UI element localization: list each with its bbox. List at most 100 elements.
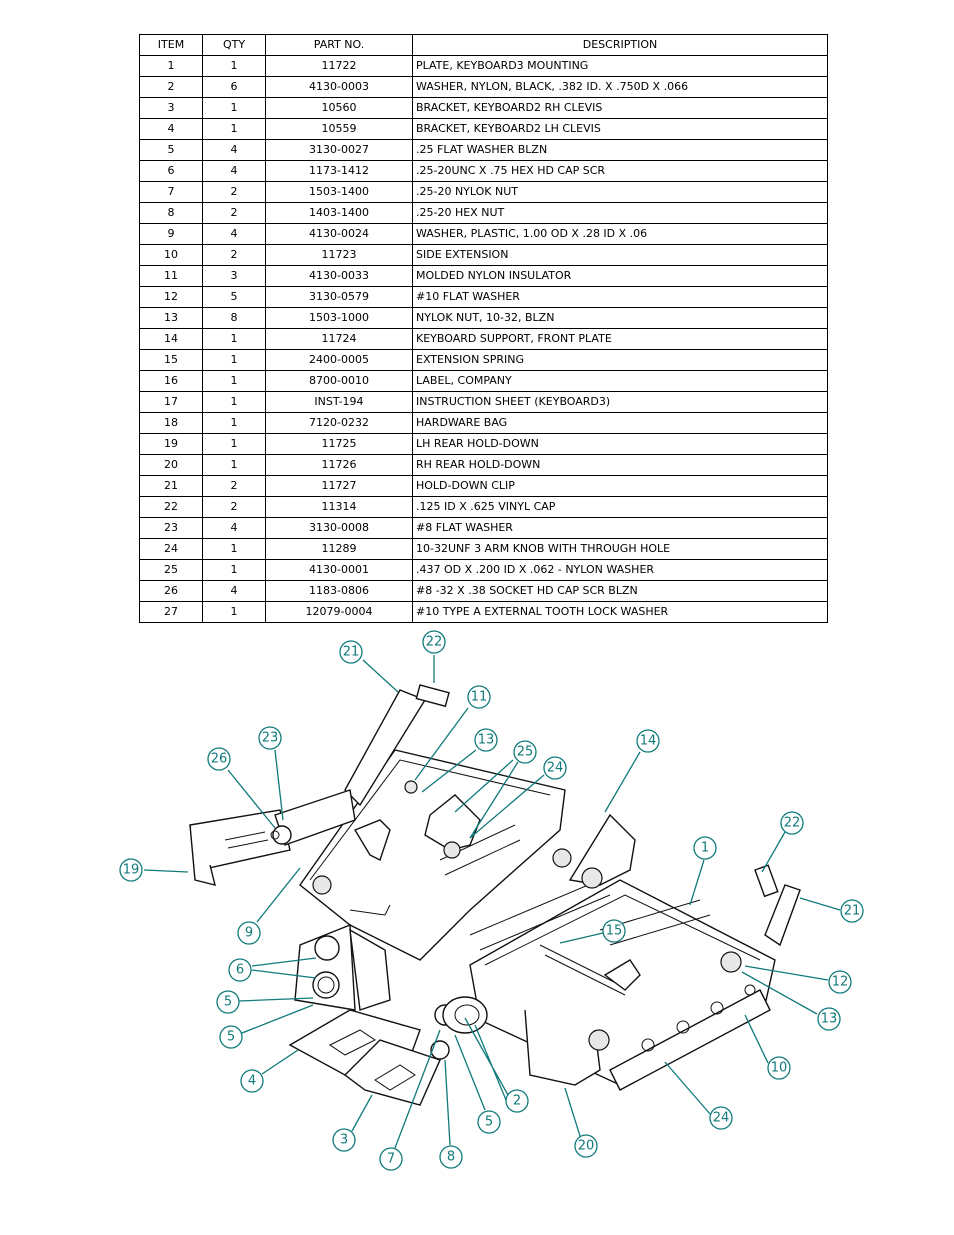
callout-label: 19 xyxy=(123,863,140,878)
callout-label: 22 xyxy=(426,635,443,650)
cell-qty: 8 xyxy=(202,307,266,329)
cell-qty: 4 xyxy=(202,517,266,539)
callout-circle xyxy=(474,728,498,752)
cell-part-no: 4130-0001 xyxy=(265,559,413,581)
callout-bubble: 5 xyxy=(216,990,240,1014)
cell-description: BRACKET, KEYBOARD2 LH CLEVIS xyxy=(412,118,828,140)
callout-bubble: 5 xyxy=(219,1025,243,1049)
callout-circle xyxy=(339,640,363,664)
header-description: DESCRIPTION xyxy=(412,34,828,56)
callout-bubble: 4 xyxy=(240,1069,264,1093)
callout-bubble: 20 xyxy=(574,1134,598,1158)
cell-qty: 1 xyxy=(202,559,266,581)
callout-label: 26 xyxy=(211,752,228,767)
callout-label: 22 xyxy=(784,816,801,831)
callout-label: 6 xyxy=(236,963,244,978)
cell-part-no: 10560 xyxy=(265,97,413,119)
cell-part-no: 3130-0579 xyxy=(265,286,413,308)
cell-item: 18 xyxy=(139,412,203,434)
callout-bubble: 9 xyxy=(237,921,261,945)
callout-label: 3 xyxy=(340,1133,348,1148)
callout-circle xyxy=(505,1089,529,1113)
cell-qty: 1 xyxy=(202,118,266,140)
cell-description: BRACKET, KEYBOARD2 RH CLEVIS xyxy=(412,97,828,119)
cell-item: 19 xyxy=(139,433,203,455)
cell-item: 27 xyxy=(139,601,203,623)
cell-qty: 4 xyxy=(202,139,266,161)
cell-item: 25 xyxy=(139,559,203,581)
cell-item: 5 xyxy=(139,139,203,161)
cell-qty: 1 xyxy=(202,370,266,392)
header-item: ITEM xyxy=(139,34,203,56)
callout-bubble: 22 xyxy=(422,630,446,654)
callout-bubble: 21 xyxy=(339,640,363,664)
cell-item: 17 xyxy=(139,391,203,413)
callout-circle xyxy=(422,630,446,654)
cell-qty: 4 xyxy=(202,580,266,602)
callout-circle xyxy=(240,1069,264,1093)
cell-part-no: 11724 xyxy=(265,328,413,350)
callout-circle xyxy=(216,990,240,1014)
cell-item: 3 xyxy=(139,97,203,119)
callout-label: 1 xyxy=(701,841,709,856)
cell-item: 8 xyxy=(139,202,203,224)
cell-qty: 3 xyxy=(202,265,266,287)
clevis-brackets xyxy=(288,923,441,1106)
cell-qty: 4 xyxy=(202,223,266,245)
callout-bubble: 19 xyxy=(119,858,143,882)
callout-label: 9 xyxy=(245,926,253,941)
cell-description: EXTENSION SPRING xyxy=(412,349,828,371)
cell-description: WASHER, NYLON, BLACK, .382 ID. X .750D X… xyxy=(412,76,828,98)
callout-circle xyxy=(467,685,491,709)
callout-bubble: 13 xyxy=(817,1007,841,1031)
callout-label: 24 xyxy=(713,1111,730,1126)
callout-bubble: 7 xyxy=(379,1147,403,1171)
callout-circle xyxy=(574,1134,598,1158)
cell-item: 26 xyxy=(139,580,203,602)
callout-bubble: 24 xyxy=(709,1106,733,1130)
cell-description: .437 OD X .200 ID X .062 - NYLON WASHER xyxy=(412,559,828,581)
cell-part-no: 11727 xyxy=(265,475,413,497)
cell-description: WASHER, PLASTIC, 1.00 OD X .28 ID X .06 xyxy=(412,223,828,245)
cell-item: 21 xyxy=(139,475,203,497)
callout-bubble: 1 xyxy=(693,836,717,860)
cell-qty: 5 xyxy=(202,286,266,308)
cell-qty: 4 xyxy=(202,160,266,182)
cell-part-no: 4130-0024 xyxy=(265,223,413,245)
cell-part-no: 3130-0008 xyxy=(265,517,413,539)
cell-qty: 2 xyxy=(202,475,266,497)
callout-circle xyxy=(332,1128,356,1152)
lh-rear-hold-down xyxy=(189,789,356,886)
cell-part-no: 7120-0232 xyxy=(265,412,413,434)
callout-label: 10 xyxy=(771,1061,788,1076)
cell-item: 12 xyxy=(139,286,203,308)
leader-lines xyxy=(143,655,841,1149)
callout-bubble: 10 xyxy=(767,1056,791,1080)
cell-qty: 1 xyxy=(202,601,266,623)
cell-qty: 1 xyxy=(202,391,266,413)
cell-qty: 1 xyxy=(202,454,266,476)
cell-description: #10 FLAT WASHER xyxy=(412,286,828,308)
cell-part-no: 11726 xyxy=(265,454,413,476)
cell-part-no: 11723 xyxy=(265,244,413,266)
cell-qty: 2 xyxy=(202,181,266,203)
header-qty: QTY xyxy=(202,34,266,56)
cell-qty: 1 xyxy=(202,55,266,77)
cell-part-no: 2400-0005 xyxy=(265,349,413,371)
cell-item: 13 xyxy=(139,307,203,329)
cell-qty: 2 xyxy=(202,496,266,518)
cell-description: KEYBOARD SUPPORT, FRONT PLATE xyxy=(412,328,828,350)
cell-description: INSTRUCTION SHEET (KEYBOARD3) xyxy=(412,391,828,413)
callout-label: 13 xyxy=(478,733,495,748)
callout-bubble: 22 xyxy=(780,811,804,835)
